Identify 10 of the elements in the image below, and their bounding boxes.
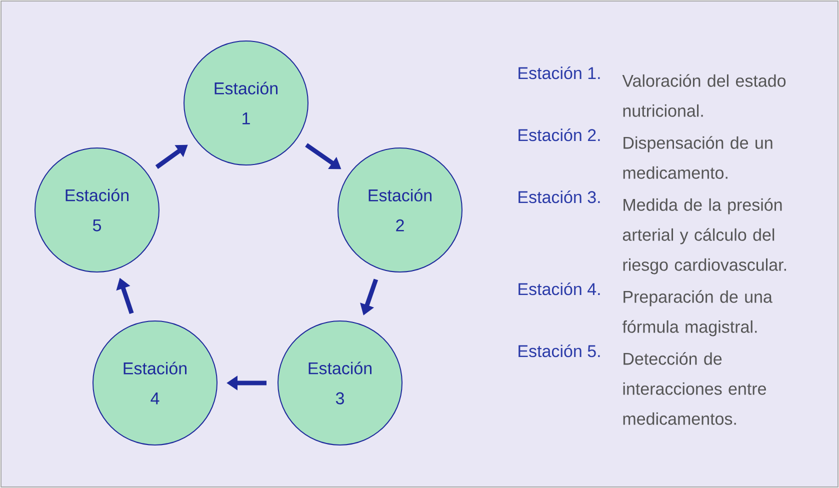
station-label: Estación 4.	[518, 282, 600, 296]
station-description: Valoración del estado nutricional.	[622, 74, 786, 117]
station-label: Estación 1.	[518, 66, 600, 80]
station-label: Estación 5.	[518, 344, 600, 358]
station-description: Preparación de una fórmula magistral.	[622, 290, 772, 336]
station-description: Medida de la presión arterial y cálculo del riesgo cardiovascular.	[622, 198, 786, 274]
station-label: Estación 2.	[518, 128, 600, 142]
station-description: Detección de interacciones entre medicamentos.	[623, 352, 766, 425]
station-label: Estación 3.	[518, 190, 600, 204]
station-description: Dispensación de un medicamento.	[623, 136, 772, 179]
